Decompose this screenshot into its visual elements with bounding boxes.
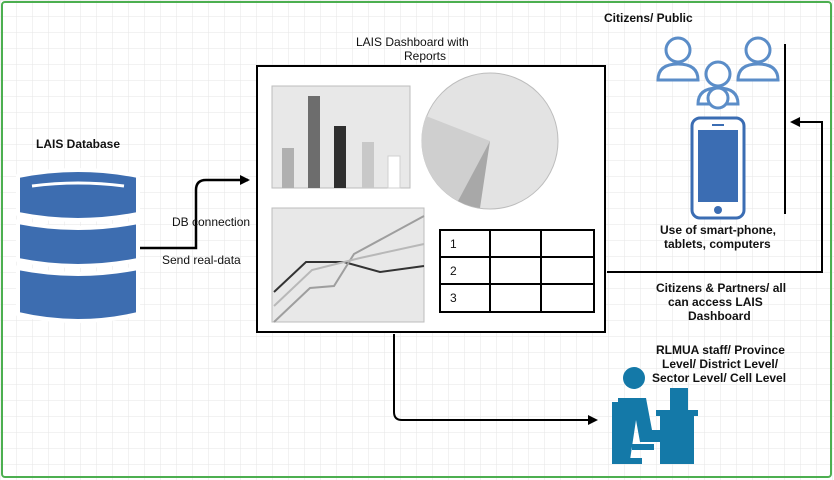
dashboard-title-line2: Reports — [404, 49, 446, 63]
table-row-3: 3 — [450, 291, 457, 305]
line-chart-panel — [271, 207, 425, 323]
smartphone-icon — [690, 116, 746, 220]
citizens-access-arrow — [607, 117, 823, 273]
dashboard-table — [439, 229, 595, 313]
database-highlights — [31, 181, 125, 188]
table-row-2: 2 — [450, 264, 457, 278]
access-line1: Citizens & Partners/ all — [656, 281, 786, 295]
people-icon — [656, 36, 780, 110]
staff-workstation-icon — [612, 367, 698, 464]
staff-line1: RLMUA staff/ Province — [656, 343, 785, 357]
access-line3: Dashboard — [688, 309, 751, 323]
staff-access-arrow — [393, 334, 598, 425]
bar-4 — [362, 142, 374, 188]
devices-line2: tablets, computers — [664, 237, 771, 251]
bar-1 — [282, 148, 294, 188]
citizens-title: Citizens/ Public — [604, 11, 693, 25]
database-title: LAIS Database — [36, 137, 120, 151]
access-line2: can access LAIS — [668, 295, 763, 309]
dashboard-title-line1: LAIS Dashboard with — [356, 35, 469, 49]
bar-2 — [308, 96, 320, 188]
devices-line1: Use of smart-phone, — [660, 223, 776, 237]
db-connection-arrow — [140, 175, 250, 250]
staff-line2: Level/ District Level/ — [662, 357, 779, 371]
dashboard-line-chart — [271, 207, 425, 323]
dashboard-bar-chart — [271, 85, 411, 189]
staff-line3: Sector Level/ Cell Level — [652, 371, 786, 385]
database-icon — [16, 168, 140, 323]
bar-5 — [387, 155, 401, 189]
pie-slice-dark — [458, 141, 490, 208]
send-real-data-label: Send real-data — [162, 253, 241, 267]
line-series-3 — [273, 243, 425, 307]
line-series-2 — [273, 215, 425, 323]
table-row-1: 1 — [450, 237, 457, 251]
db-connection-label: DB connection — [172, 215, 250, 229]
pie-slice-light — [421, 116, 490, 201]
bar-3 — [334, 126, 346, 188]
dashboard-pie-chart — [421, 72, 559, 210]
